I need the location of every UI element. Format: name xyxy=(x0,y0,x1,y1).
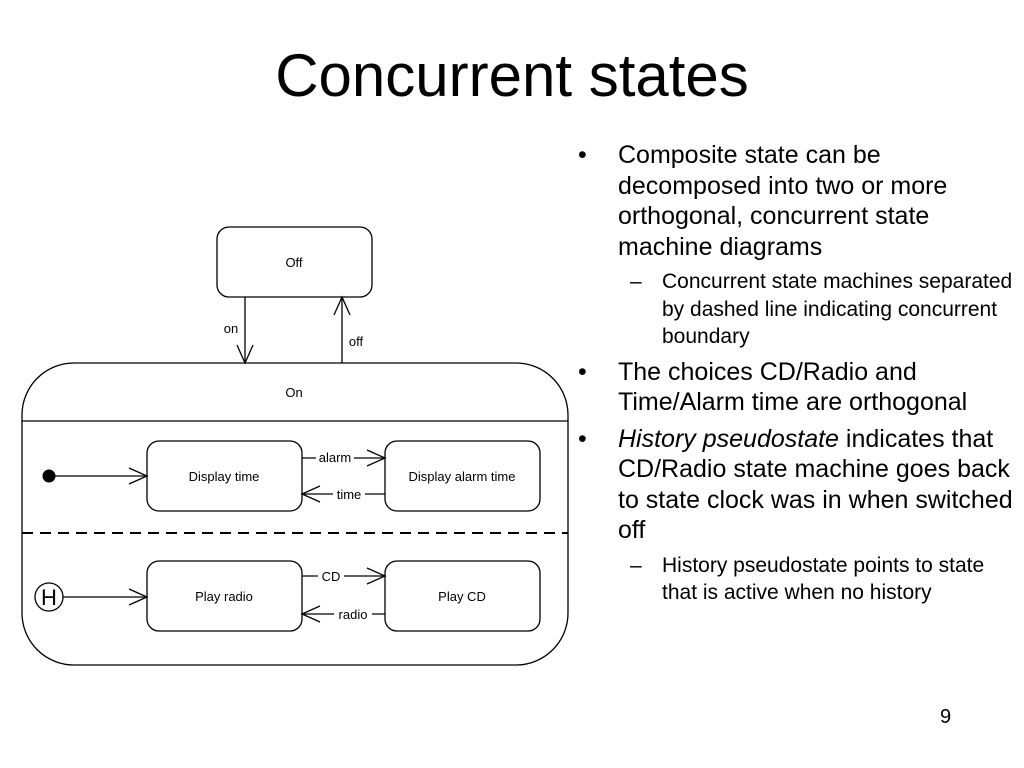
bullet-marker: • xyxy=(578,141,587,169)
bullet-text-italic: History pseudostate xyxy=(618,424,839,453)
state-display-time-label: Display time xyxy=(189,469,260,484)
history-transition-arrowhead xyxy=(128,588,149,606)
transition-off-arrowhead xyxy=(333,295,351,316)
bullet-text: Composite state can be decomposed into t… xyxy=(618,141,948,261)
transition-on-arrowhead xyxy=(236,344,254,365)
sub-bullet-marker: – xyxy=(630,553,642,577)
state-play-radio-box xyxy=(146,560,303,632)
sub-bullet-item: – Concurrent state machines separated by… xyxy=(578,268,1018,351)
transition-off-label: off xyxy=(349,334,364,349)
transition-time-arrowhead xyxy=(300,485,321,503)
transition-on-label: on xyxy=(224,321,238,336)
state-off-box xyxy=(216,226,373,298)
state-play-cd-label: Play CD xyxy=(438,589,486,604)
bullet-list: • Composite state can be decomposed into… xyxy=(578,140,1018,613)
state-display-alarm-time-label: Display alarm time xyxy=(409,469,516,484)
bullet-marker: • xyxy=(578,357,587,386)
sub-bullet-text: History pseudostate points to state that… xyxy=(662,553,985,605)
bullet-text: The choices CD/Radio and Time/Alarm time… xyxy=(618,357,968,417)
bullet-item: • Composite state can be decomposed into… xyxy=(578,140,1018,262)
transition-radio-label: radio xyxy=(339,607,368,622)
state-display-alarm-time-box xyxy=(384,440,541,512)
bullet-item: • The choices CD/Radio and Time/Alarm ti… xyxy=(578,357,1018,418)
state-off-label: Off xyxy=(285,255,302,270)
transition-alarm-arrowhead xyxy=(366,449,387,467)
transition-alarm-label: alarm xyxy=(319,450,352,465)
state-on-box xyxy=(21,362,569,666)
sub-bullet-item: – History pseudostate points to state th… xyxy=(578,552,1018,607)
bullet-text: indicates that CD/Radio state machine go… xyxy=(618,424,1013,545)
state-play-cd-box xyxy=(384,560,541,632)
sub-bullet-text: Concurrent state machines separated by d… xyxy=(662,270,1013,348)
initial-pseudostate xyxy=(42,469,56,483)
slide-title: Concurrent states xyxy=(275,42,749,109)
state-on-label: On xyxy=(285,385,302,400)
bullet-item: • History pseudostate indicates that CD/… xyxy=(578,424,1018,546)
sub-bullet-marker: – xyxy=(630,270,642,293)
history-symbol: H xyxy=(41,585,57,610)
bullet-marker: • xyxy=(578,424,587,453)
transition-time-label: time xyxy=(337,487,362,502)
transition-radio-arrowhead xyxy=(300,605,321,623)
transition-cd-arrowhead xyxy=(366,567,387,585)
initial-transition-arrowhead xyxy=(128,467,149,485)
page-number: 9 xyxy=(940,706,952,728)
state-play-radio-label: Play radio xyxy=(195,589,253,604)
transition-cd-label: CD xyxy=(322,569,341,584)
